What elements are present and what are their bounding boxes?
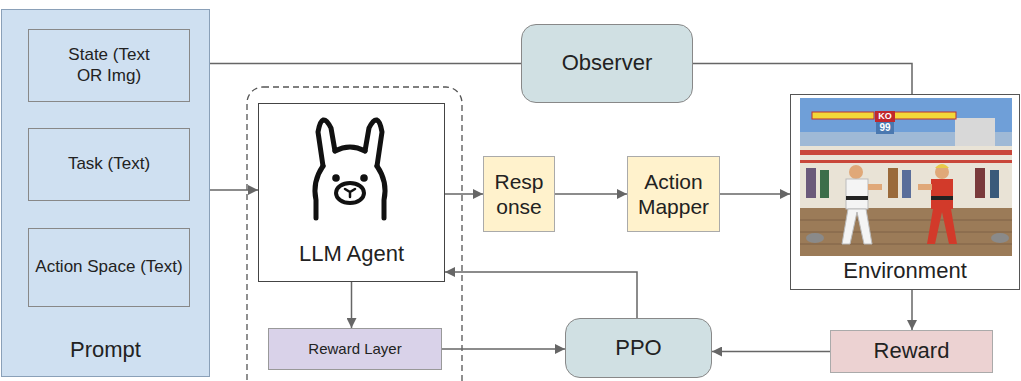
- prompt-panel: Prompt State (Text OR Img) Task (Text) Acti…: [1, 9, 210, 377]
- game-spectator: [975, 168, 985, 198]
- game-spectator: [990, 170, 999, 198]
- game-spectator: [820, 170, 829, 198]
- connector-arrow: [442, 348, 565, 350]
- fighter-belt: [846, 196, 868, 200]
- fighter-head: [849, 165, 863, 179]
- game-bollard: [991, 233, 1009, 243]
- fighter-hair: [935, 164, 949, 168]
- node-text: Observer: [562, 50, 652, 76]
- reward-box: Reward: [830, 330, 993, 373]
- ppo-box: PPO: [565, 318, 712, 378]
- llm-agent-box: LLM Agent: [258, 103, 445, 282]
- connector-arrow: [351, 282, 353, 328]
- connector-arrow: [720, 193, 790, 195]
- game-deck: [800, 208, 1012, 256]
- node-text: Resp onse: [490, 169, 548, 219]
- reward-layer-box: Reward Layer: [268, 328, 442, 370]
- connector-arrow: [693, 64, 912, 95]
- node-text: Environment: [843, 258, 967, 284]
- task-box: Task (Text): [28, 128, 190, 201]
- fighter-arm: [868, 184, 882, 190]
- game-spectator: [888, 168, 898, 198]
- llama-eye: [360, 174, 368, 182]
- game-bollard: [806, 233, 824, 243]
- connector-arrow: [712, 351, 830, 353]
- process-box: Action Mapper: [627, 156, 720, 232]
- game-deck-planks: [800, 220, 1012, 244]
- node-text: Action Space (Text): [35, 257, 182, 277]
- llama-ear: [365, 120, 382, 166]
- node-text: Reward Layer: [308, 340, 401, 358]
- state-box: State (Text OR Img): [28, 29, 190, 102]
- process-box: Resp onse: [483, 156, 555, 232]
- node-text: State (Text OR Img): [59, 45, 159, 86]
- llama-icon: [315, 120, 385, 218]
- llama-snout: [336, 183, 364, 203]
- node-text: Prompt: [70, 337, 141, 363]
- environment-box: Environment: [790, 94, 1020, 290]
- fighter-arm: [918, 184, 932, 190]
- observer-box: Observer: [521, 24, 693, 103]
- game-spectator: [806, 168, 816, 198]
- node-text: LLM Agent: [299, 241, 404, 267]
- hud-text: 99: [876, 122, 894, 134]
- fighter-legs: [842, 209, 872, 244]
- fighter-body: [931, 179, 953, 209]
- llama-neck: [315, 166, 323, 218]
- health-bar: [894, 112, 956, 119]
- fighter-belt: [931, 196, 953, 200]
- node-text: Task (Text): [68, 154, 150, 174]
- node-text: Action Mapper: [634, 169, 713, 219]
- llama-ear: [318, 120, 335, 166]
- connector-arrow: [445, 272, 637, 318]
- llama-eye: [332, 174, 340, 182]
- fighter-legs: [927, 209, 957, 244]
- action-space-box: Action Space (Text): [28, 228, 190, 307]
- fighter-head: [935, 165, 949, 179]
- hud-text: KO: [875, 111, 895, 122]
- node-text: PPO: [615, 335, 661, 361]
- node-text: Reward: [874, 338, 950, 364]
- llama-nose: [345, 189, 355, 197]
- game-spectator: [902, 170, 911, 198]
- agent-group-outline: [247, 87, 462, 381]
- game-railing: [800, 160, 1012, 163]
- game-ship-hull: [800, 146, 1012, 208]
- connector-arrow: [555, 193, 627, 195]
- game-screenshot: [800, 98, 1012, 256]
- fighter-body: [846, 179, 868, 209]
- connector-arrow: [210, 189, 258, 191]
- game-ship-cabin: [955, 118, 995, 148]
- llama-neck: [377, 166, 385, 218]
- connector-arrow: [445, 193, 483, 195]
- health-bar: [812, 112, 874, 119]
- connector-arrow: [190, 63, 521, 65]
- game-sky: [800, 98, 1012, 256]
- llm-box-ground: [258, 103, 445, 282]
- environment-box-ground: [790, 94, 1020, 290]
- llama-head-top: [335, 147, 365, 151]
- connector-arrow: [911, 290, 913, 330]
- game-railing: [800, 150, 1012, 155]
